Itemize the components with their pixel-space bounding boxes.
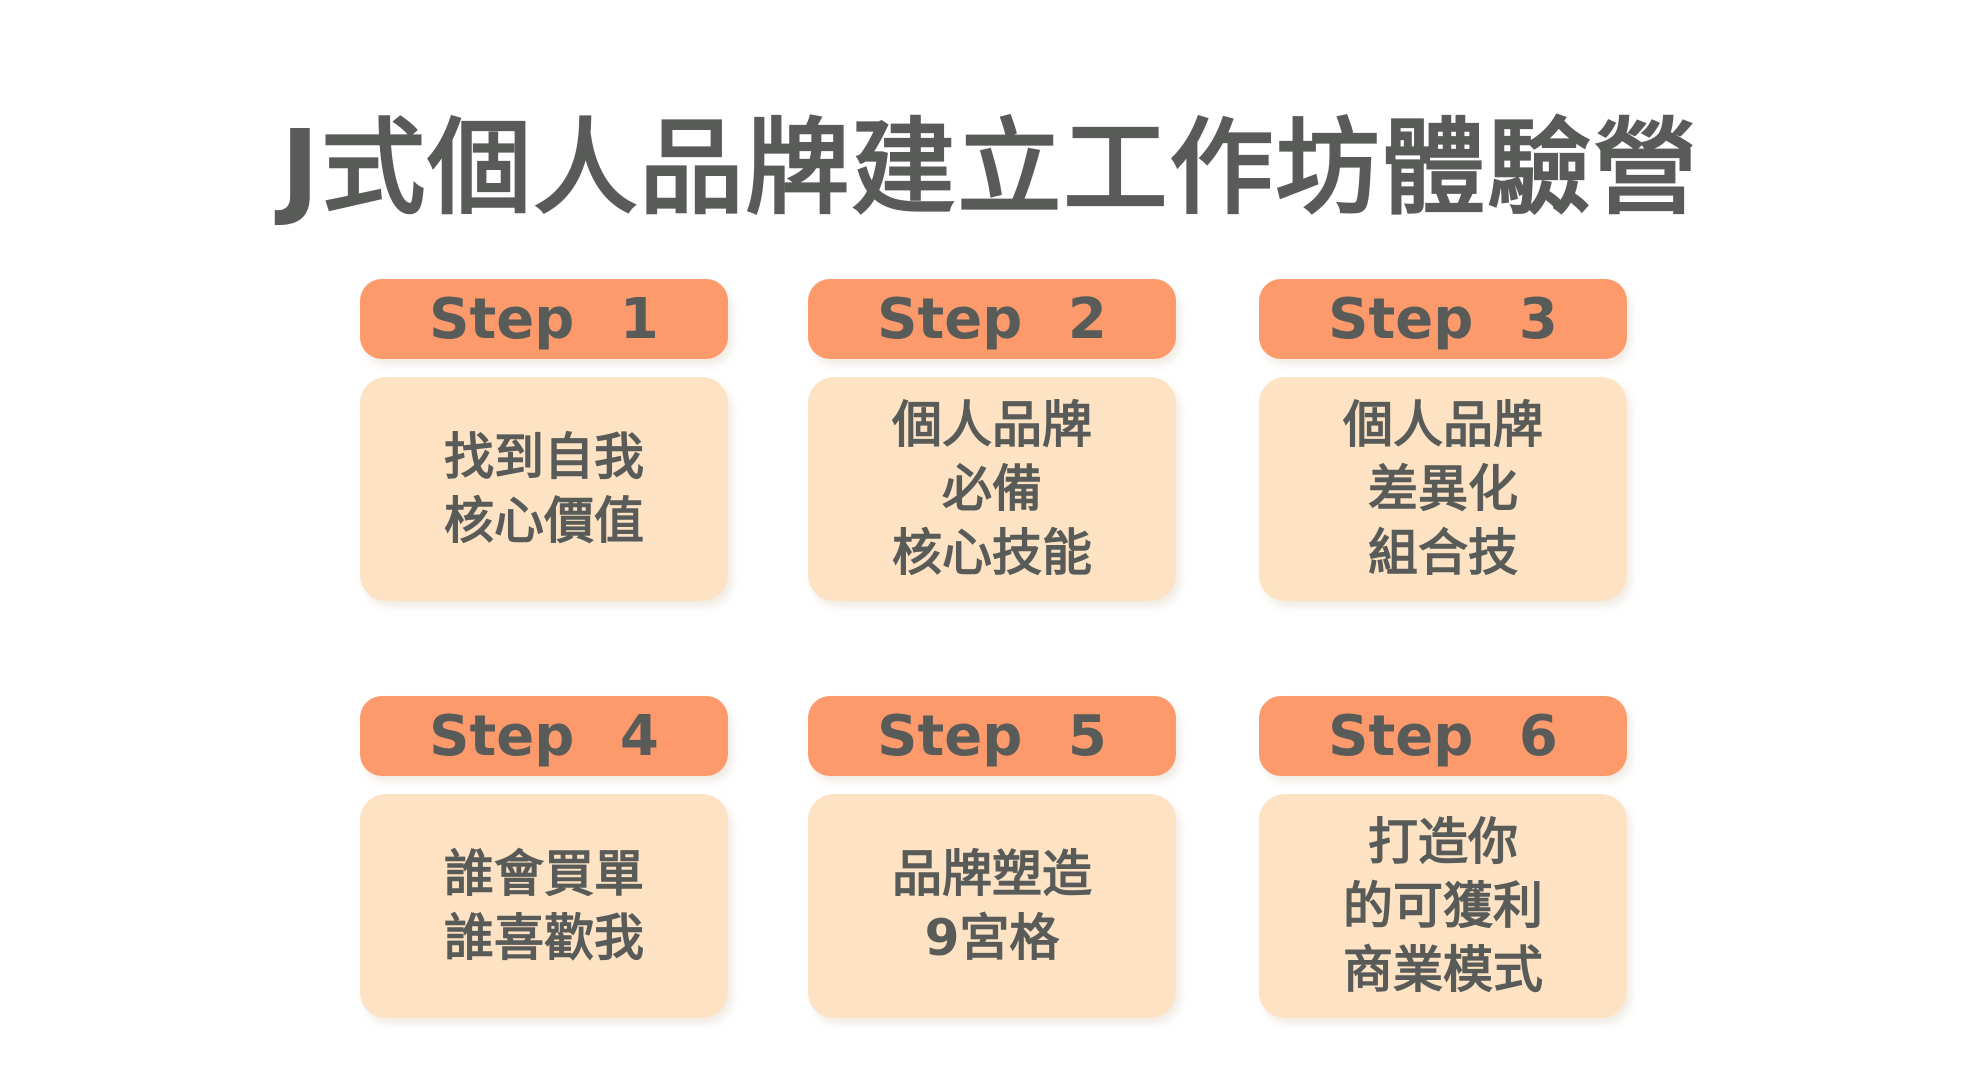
step-card-2: Step 2 個人品牌必備核心技能 <box>808 279 1176 601</box>
step-text-line: 差異化 <box>1368 460 1518 518</box>
step-text-line: 打造你 <box>1368 813 1518 871</box>
step-text-line: 誰喜歡我 <box>444 909 644 967</box>
page-title: J式個人品牌建立工作坊體驗營 <box>280 107 1700 229</box>
step-header: Step 3 <box>1259 279 1627 359</box>
step-body: 誰會買單誰喜歡我 <box>360 794 728 1018</box>
step-text-line: 核心價值 <box>444 492 644 550</box>
step-header: Step 6 <box>1259 696 1627 776</box>
step-card-3: Step 3 個人品牌差異化組合技 <box>1259 279 1627 601</box>
step-header: Step 2 <box>808 279 1176 359</box>
step-text-line: 找到自我 <box>444 428 644 486</box>
step-text-line: 誰會買單 <box>444 845 644 903</box>
step-body: 找到自我核心價值 <box>360 377 728 601</box>
step-body: 個人品牌差異化組合技 <box>1259 377 1627 601</box>
step-text-line: 核心技能 <box>892 524 1092 582</box>
step-text-line: 品牌塑造 <box>892 845 1092 903</box>
step-header: Step 5 <box>808 696 1176 776</box>
step-text-line: 組合技 <box>1368 524 1518 582</box>
step-body: 品牌塑造 9宮格 <box>808 794 1176 1018</box>
step-text-line: 商業模式 <box>1343 941 1543 999</box>
step-body: 打造你的可獲利商業模式 <box>1259 794 1627 1018</box>
step-text-line: 個人品牌 <box>1343 396 1543 454</box>
step-body: 個人品牌必備核心技能 <box>808 377 1176 601</box>
step-text-line: 個人品牌 <box>892 396 1092 454</box>
step-text-line: 9宮格 <box>924 909 1060 967</box>
step-card-5: Step 5 品牌塑造 9宮格 <box>808 696 1176 1018</box>
step-header: Step 1 <box>360 279 728 359</box>
step-text-line: 必備 <box>942 460 1042 518</box>
step-header: Step 4 <box>360 696 728 776</box>
step-text-line: 的可獲利 <box>1343 877 1543 935</box>
step-card-1: Step 1 找到自我核心價值 <box>360 279 728 601</box>
step-card-6: Step 6 打造你的可獲利商業模式 <box>1259 696 1627 1018</box>
step-card-4: Step 4 誰會買單誰喜歡我 <box>360 696 728 1018</box>
